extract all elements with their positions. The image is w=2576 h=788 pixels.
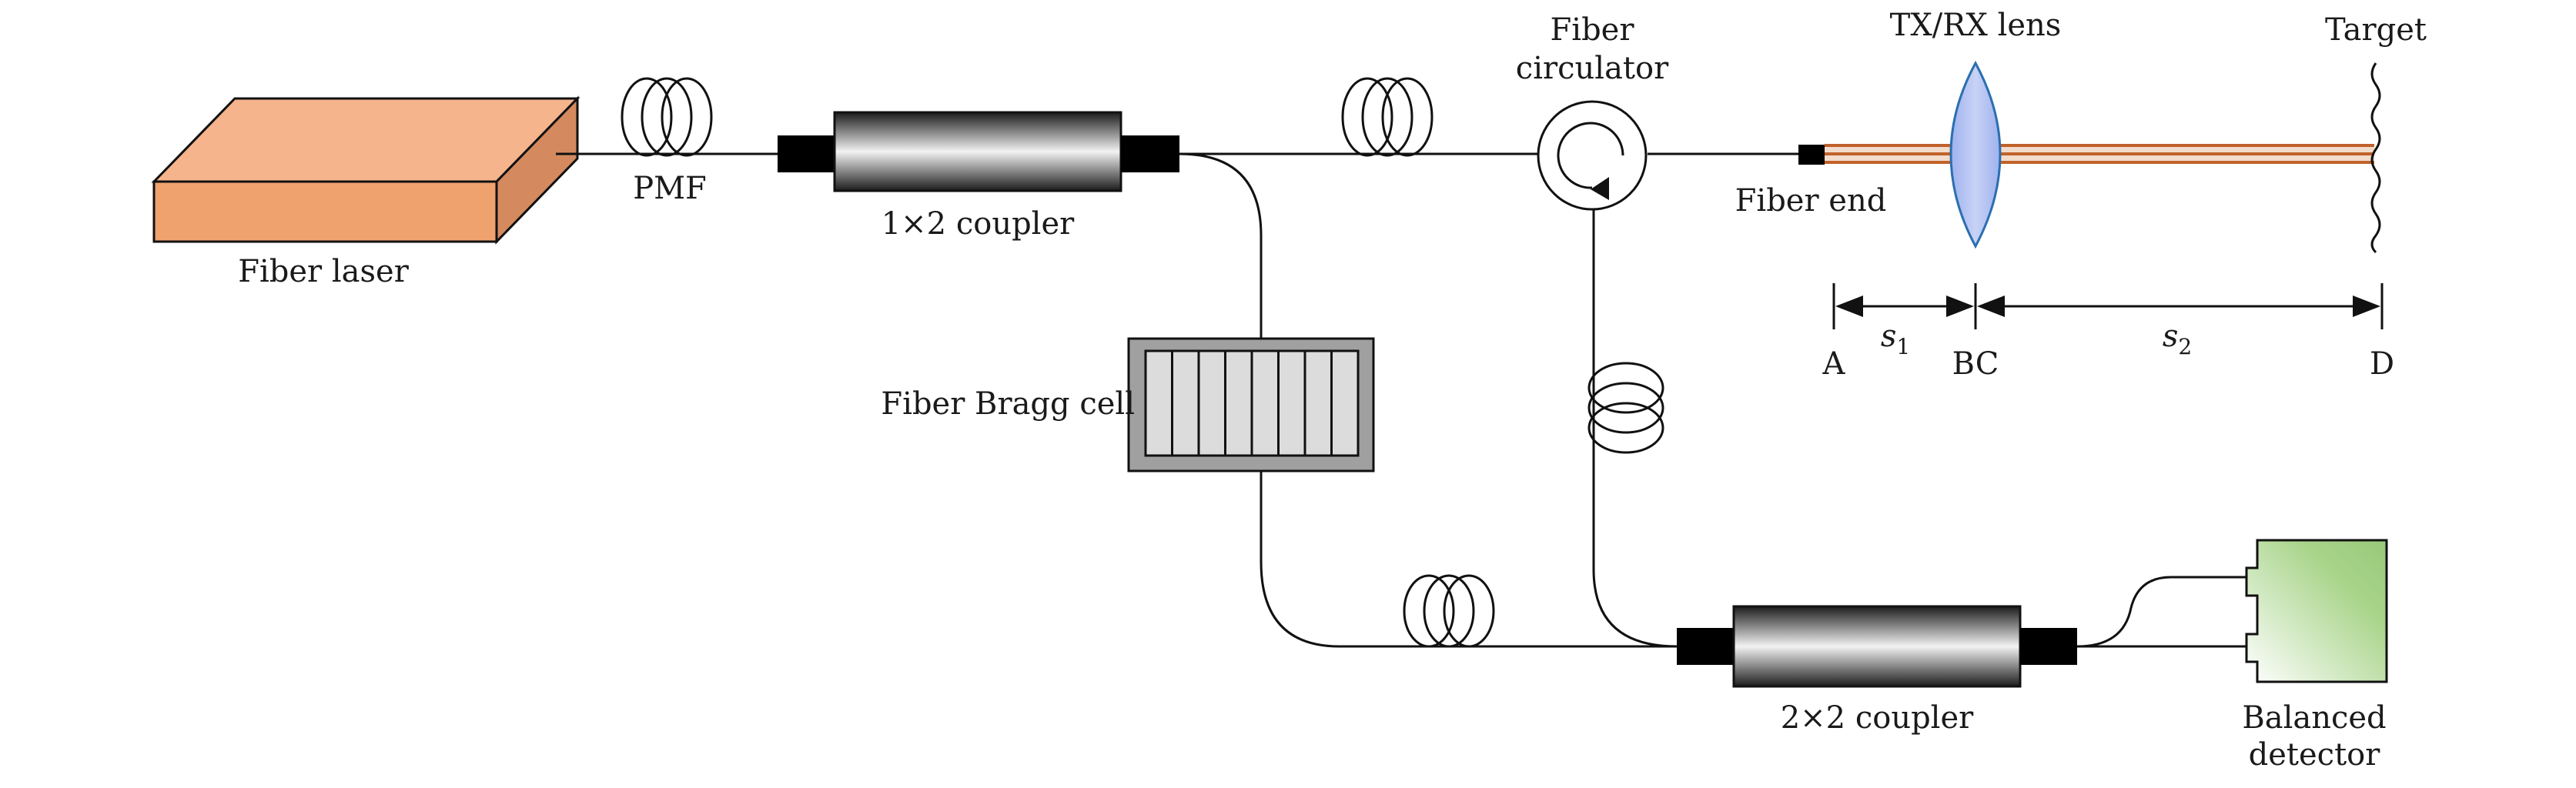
coupler2-to-detector-upper <box>2076 576 2246 648</box>
fiber-coil-bottom <box>1403 574 1495 648</box>
fiber-circulator-label-line1: Fiber <box>1551 12 1635 48</box>
balanced-detector <box>2245 539 2388 683</box>
target-label: Target <box>2325 12 2427 48</box>
fiber-laser-label: Fiber laser <box>238 254 410 289</box>
point-d-label: D <box>2370 346 2394 382</box>
coupler-1x2-right-connector <box>1121 135 1179 172</box>
fiber-end-tip <box>1798 145 1825 165</box>
coupler-to-bragg-branch <box>1179 152 1263 339</box>
txrx-lens-label: TX/RX lens <box>1890 8 2062 43</box>
circulator-to-coupler2-branch <box>1592 209 1678 648</box>
fiber-bragg-cell-label: Fiber Bragg cell <box>881 386 1135 422</box>
fiber-circulator <box>1537 100 1648 211</box>
s1-label: s1 <box>1881 319 1910 359</box>
s1-arrow-left-icon <box>1835 296 1863 317</box>
fiber-circulator-label-line2: circulator <box>1516 51 1669 86</box>
pmf-label: PMF <box>633 171 707 206</box>
coupler-1x2-label: 1×2 coupler <box>882 206 1075 242</box>
s2-label: s2 <box>2163 319 2192 359</box>
point-bc-label: BC <box>1952 346 1999 382</box>
fiber-laser-front-face <box>152 180 498 243</box>
s2-arrow-left-icon <box>1977 296 2005 317</box>
coupler-1x2-body <box>833 111 1122 192</box>
fiber-laser <box>151 95 580 245</box>
s1-arrow-right-icon <box>1946 296 1974 317</box>
fiber-end-label: Fiber end <box>1735 183 1887 219</box>
fiber-coil-circulator-branch <box>1587 362 1664 454</box>
target-surface <box>2370 62 2381 254</box>
coupler-2x2 <box>1677 605 2077 688</box>
coupler-2x2-body <box>1732 605 2022 688</box>
fiber-laser-side-face <box>495 95 579 245</box>
coupler-2x2-left-connector <box>1677 628 1734 665</box>
coupler-1x2-left-connector <box>778 135 835 172</box>
balanced-detector-label-line1: Balanced <box>2242 700 2386 736</box>
coupler-2x2-label: 2×2 coupler <box>1781 700 1974 736</box>
fiber-coil-top <box>1341 77 1434 157</box>
bragg-to-coupler2-branch <box>1260 471 1677 648</box>
txrx-lens <box>1949 60 2002 249</box>
pmf-coil <box>621 77 713 157</box>
balanced-detector-label-line2: detector <box>2249 737 2381 773</box>
coupler-2x2-right-connector <box>2020 628 2077 665</box>
point-a-label: A <box>1822 346 1846 382</box>
circulator-arrow-icon <box>1591 177 1609 200</box>
laser-beam <box>1825 144 2374 164</box>
coupler-1x2 <box>778 111 1179 192</box>
fiber-bragg-cell <box>1127 337 1375 472</box>
distance-markers <box>1832 283 2384 329</box>
s2-arrow-right-icon <box>2353 296 2380 317</box>
